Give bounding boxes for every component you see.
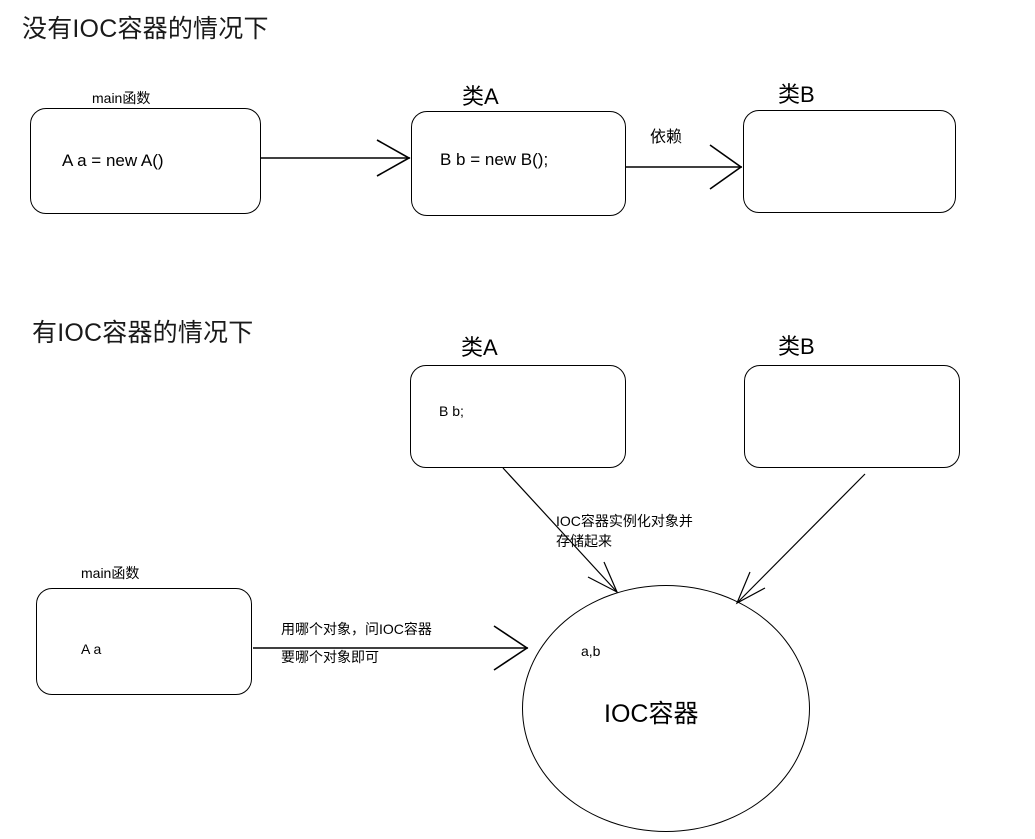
node-main-function-top-text: A a = new A(): [62, 151, 164, 170]
edge-label-ioc-instantiate-line1: IOC容器实例化对象并: [556, 513, 693, 529]
node-main-function-top[interactable]: [30, 108, 261, 214]
node-class-a-top[interactable]: [411, 111, 626, 216]
node-class-b-top[interactable]: [743, 110, 956, 213]
node-ioc-container-contents: a,b: [581, 643, 601, 659]
section-title-without-ioc: 没有IOC容器的情况下: [22, 15, 269, 43]
edge-label-ask-ioc-line2: 要哪个对象即可: [281, 649, 379, 665]
caption-main-function-bottom: main函数: [81, 565, 140, 581]
edge-label-dependency: 依赖: [650, 129, 683, 146]
node-class-a-bottom[interactable]: [410, 365, 626, 468]
caption-class-b-bottom: 类B: [778, 334, 815, 359]
edge-classa-to-classb-arrowhead: [709, 144, 743, 190]
edge-main-to-classa-arrowhead: [376, 139, 411, 177]
node-main-function-bottom-text: A a: [81, 641, 102, 657]
edge-label-ioc-instantiate-line2: 存储起来: [556, 533, 612, 549]
edge-label-ask-ioc-line1: 用哪个对象，问IOC容器: [281, 621, 432, 637]
section-title-with-ioc: 有IOC容器的情况下: [32, 319, 254, 347]
edge-classb-to-ioc-arrowhead: [735, 571, 766, 605]
node-ioc-container-title: IOC容器: [604, 700, 699, 728]
node-main-function-bottom[interactable]: [36, 588, 252, 695]
caption-main-function-top: main函数: [92, 90, 151, 106]
edge-classa-to-ioc-arrowhead: [587, 561, 619, 594]
node-class-a-bottom-text: B b;: [439, 403, 464, 419]
node-class-a-top-text: B b = new B();: [440, 150, 549, 169]
caption-class-a-top: 类A: [462, 84, 499, 109]
node-ioc-container[interactable]: [522, 585, 810, 832]
edge-classb-to-ioc-line: [736, 473, 866, 604]
edge-main-to-ioc-arrowhead: [493, 625, 529, 671]
node-class-b-bottom[interactable]: [744, 365, 960, 468]
caption-class-a-bottom: 类A: [461, 335, 498, 360]
caption-class-b-top: 类B: [778, 82, 815, 107]
